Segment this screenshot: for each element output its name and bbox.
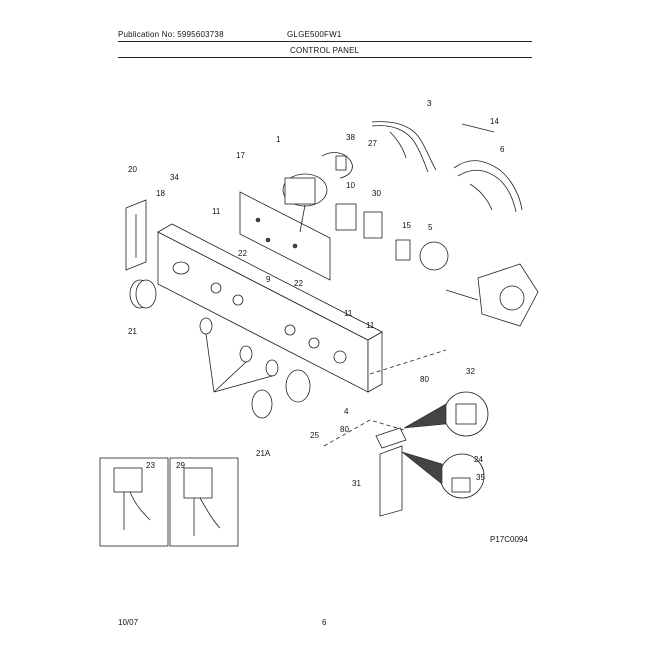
knob-large <box>251 369 311 419</box>
wire-harness-3 <box>371 121 437 173</box>
callout-6: 6 <box>500 145 505 154</box>
rear-bracket <box>239 191 331 281</box>
footer-date: 10/07 <box>118 618 139 627</box>
switch-component-30 <box>363 211 383 239</box>
callout-15: 15 <box>402 221 411 230</box>
detail-callout-24-35 <box>401 451 485 499</box>
callout-35: 35 <box>476 473 485 482</box>
screw-14 <box>461 123 495 133</box>
timer-box <box>445 263 539 327</box>
callout-14: 14 <box>490 117 499 126</box>
callout-1: 1 <box>276 135 281 144</box>
timer-assembly <box>282 173 328 233</box>
figure-code: P17C0094 <box>490 535 528 544</box>
callout-17: 17 <box>236 151 245 160</box>
callout-38: 38 <box>346 133 355 142</box>
component-15 <box>395 239 411 261</box>
callout-31: 31 <box>352 479 361 488</box>
wire-harness-38 <box>321 152 353 179</box>
harness-80 <box>369 349 447 375</box>
leader-line <box>213 361 247 393</box>
small-knobs <box>199 317 279 377</box>
harness-80b <box>323 419 405 447</box>
callout-29: 29 <box>176 461 185 470</box>
footer-page: 6 <box>322 618 327 627</box>
callout-23: 23 <box>146 461 155 470</box>
callout-18: 18 <box>156 189 165 198</box>
callout-20: 20 <box>128 165 137 174</box>
callout-10: 10 <box>346 181 355 190</box>
inset-box-23 <box>99 457 169 547</box>
header-rule-top <box>118 41 532 42</box>
control-panel-housing <box>157 223 383 393</box>
bracket-31 <box>375 427 407 517</box>
leader-line <box>205 333 215 393</box>
callout-30: 30 <box>372 189 381 198</box>
header-rule-bottom <box>118 57 532 58</box>
callout-22-left: 22 <box>238 249 247 258</box>
callout-80-right: 80 <box>420 375 429 384</box>
wire-harness-6 <box>453 160 523 213</box>
model-number: GLGE500FW1 <box>287 30 342 39</box>
detail-callout-32 <box>403 391 489 437</box>
switch-component-10 <box>335 203 357 231</box>
side-bracket <box>125 199 147 271</box>
callout-4: 4 <box>344 407 349 416</box>
callout-11-left: 11 <box>212 207 221 216</box>
callout-24: 24 <box>474 455 483 464</box>
callout-21a: 21A <box>256 449 271 458</box>
callout-25: 25 <box>310 431 319 440</box>
callout-3: 3 <box>427 99 432 108</box>
callout-11-right: 11 <box>366 321 375 330</box>
callout-32: 32 <box>466 367 475 376</box>
callout-11-mid: 11 <box>344 309 353 318</box>
callout-34: 34 <box>170 173 179 182</box>
inset-box-29 <box>169 457 239 547</box>
callout-5: 5 <box>428 223 433 232</box>
leader-line <box>213 375 273 393</box>
section-title: CONTROL PANEL <box>290 46 360 55</box>
callout-9: 9 <box>266 275 271 284</box>
component-5 <box>419 241 449 271</box>
publication-number: Publication No: 5995603738 <box>118 30 224 39</box>
callout-21: 21 <box>128 327 137 336</box>
callout-80-bottom: 80 <box>340 425 349 434</box>
knob-21 <box>129 279 157 309</box>
callout-27: 27 <box>368 139 377 148</box>
callout-22-right: 22 <box>294 279 303 288</box>
